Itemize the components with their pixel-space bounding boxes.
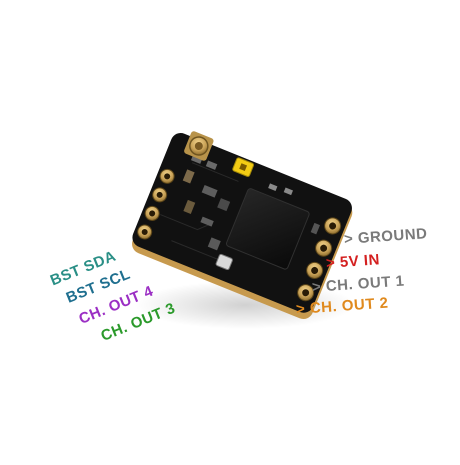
antenna-connector bbox=[184, 131, 214, 161]
main-chip bbox=[225, 188, 310, 270]
bind-button bbox=[215, 253, 233, 271]
right-pads bbox=[297, 217, 342, 302]
left-pads bbox=[137, 168, 175, 240]
pcb-board bbox=[132, 131, 353, 320]
label-5v-in: > 5V IN bbox=[325, 251, 381, 272]
